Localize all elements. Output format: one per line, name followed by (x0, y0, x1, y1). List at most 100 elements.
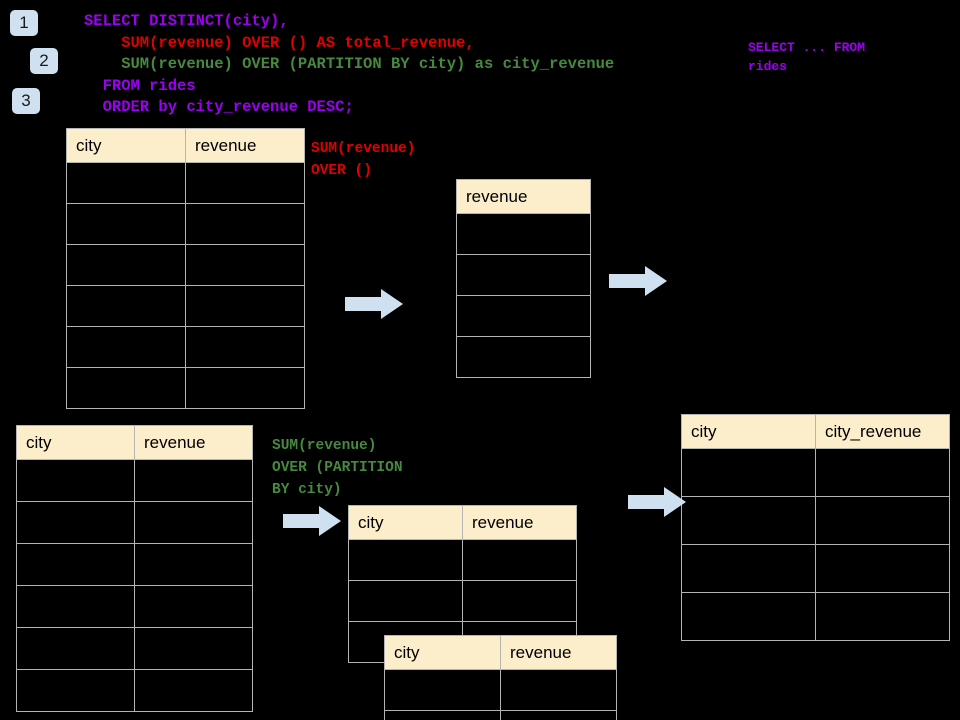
cell-city (66, 244, 186, 286)
table-header-row: city revenue (66, 128, 305, 163)
cell-city (66, 326, 186, 368)
column-header-city: city (348, 505, 463, 540)
table-row (681, 496, 950, 545)
table-row (384, 669, 617, 711)
cell-revenue (500, 669, 617, 711)
column-header-revenue: revenue (456, 179, 591, 214)
annotation-sum-over-partition: SUM(revenue) OVER (PARTITION BY city) (272, 438, 403, 498)
cell-city (16, 669, 135, 712)
cell-revenue (185, 162, 305, 204)
cell-revenue (134, 627, 253, 670)
table-row (456, 213, 591, 255)
flow-arrow-icon (345, 289, 403, 319)
table-row (66, 203, 305, 245)
table-row (456, 336, 591, 378)
cell-revenue (134, 459, 253, 502)
table-row (66, 162, 305, 204)
table-header-row: revenue (456, 179, 591, 214)
sql-line-total-revenue: SUM(revenue) OVER () AS total_revenue, (84, 33, 475, 52)
table-header-row: city revenue (384, 635, 617, 670)
flow-arrow-icon (283, 506, 341, 536)
cell-city (66, 285, 186, 327)
flow-arrow-icon (609, 266, 667, 296)
column-header-city: city (16, 425, 135, 460)
cell-city-revenue (815, 496, 950, 545)
cell-city (66, 162, 186, 204)
cell-city (66, 203, 186, 245)
cell-revenue (462, 580, 577, 622)
table-row (681, 592, 950, 641)
cell-revenue (185, 203, 305, 245)
annotation-sum-over-empty: SUM(revenue) OVER () (311, 141, 416, 179)
cell-revenue (134, 543, 253, 586)
table-row (384, 710, 617, 720)
partition-group-table-front: city revenue (384, 635, 617, 720)
table-row (16, 459, 253, 502)
table-row (66, 367, 305, 409)
table-row (16, 669, 253, 712)
step-badge-3: 3 (12, 88, 40, 114)
cell-city (16, 627, 135, 670)
table-row (348, 539, 577, 581)
cell-revenue (185, 244, 305, 286)
table-row (456, 254, 591, 296)
cell-city (66, 367, 186, 409)
cell-revenue (134, 501, 253, 544)
step-badge-1: 1 (10, 10, 38, 36)
cell-city (348, 539, 463, 581)
cell-city (681, 448, 816, 497)
table-row (16, 585, 253, 628)
rides-source-table-bottom: city revenue (16, 425, 253, 712)
column-header-city: city (66, 128, 186, 163)
table-row (16, 501, 253, 544)
cell-revenue (500, 710, 617, 720)
cell-city-revenue (815, 592, 950, 641)
cell-city-revenue (815, 544, 950, 593)
table-row (681, 544, 950, 593)
cell-revenue (134, 669, 253, 712)
rides-source-table-top: city revenue (66, 128, 305, 409)
table-row (66, 244, 305, 286)
step-badge-2: 2 (30, 48, 58, 74)
cell-city-revenue (815, 448, 950, 497)
column-header-revenue: revenue (500, 635, 617, 670)
cell-revenue (456, 336, 591, 378)
cell-city (16, 459, 135, 502)
cell-revenue (462, 539, 577, 581)
cell-revenue (456, 254, 591, 296)
cell-city (384, 669, 501, 711)
cell-city (16, 585, 135, 628)
table-header-row: city city_revenue (681, 414, 950, 449)
cell-revenue (185, 326, 305, 368)
table-row (456, 295, 591, 337)
column-header-revenue: revenue (462, 505, 577, 540)
sql-line-select: SELECT DISTINCT(city), (84, 12, 289, 30)
cell-revenue (185, 367, 305, 409)
cell-revenue (456, 213, 591, 255)
cell-city (681, 496, 816, 545)
sql-query-block: SELECT DISTINCT(city), SUM(revenue) OVER… (84, 11, 614, 119)
cell-city (16, 501, 135, 544)
table-row (681, 448, 950, 497)
column-header-revenue: revenue (134, 425, 253, 460)
table-row (16, 627, 253, 670)
table-header-row: city revenue (348, 505, 577, 540)
cell-revenue (185, 285, 305, 327)
sql-aside-select-from-rides: SELECT ... FROM rides (748, 40, 866, 74)
column-header-city: city (384, 635, 501, 670)
column-header-city: city (681, 414, 816, 449)
table-row (66, 285, 305, 327)
cell-revenue (134, 585, 253, 628)
sql-line-order-by: ORDER by city_revenue DESC; (84, 98, 354, 116)
flow-arrow-icon (628, 487, 686, 517)
table-row (66, 326, 305, 368)
total-revenue-table: revenue (456, 179, 591, 378)
cell-city (681, 544, 816, 593)
sql-line-from: FROM rides (84, 76, 196, 95)
final-result-table: city city_revenue (681, 414, 950, 641)
cell-city (16, 543, 135, 586)
sql-line-city-revenue: SUM(revenue) OVER (PARTITION BY city) as… (84, 55, 615, 73)
cell-city (681, 592, 816, 641)
cell-city (348, 580, 463, 622)
